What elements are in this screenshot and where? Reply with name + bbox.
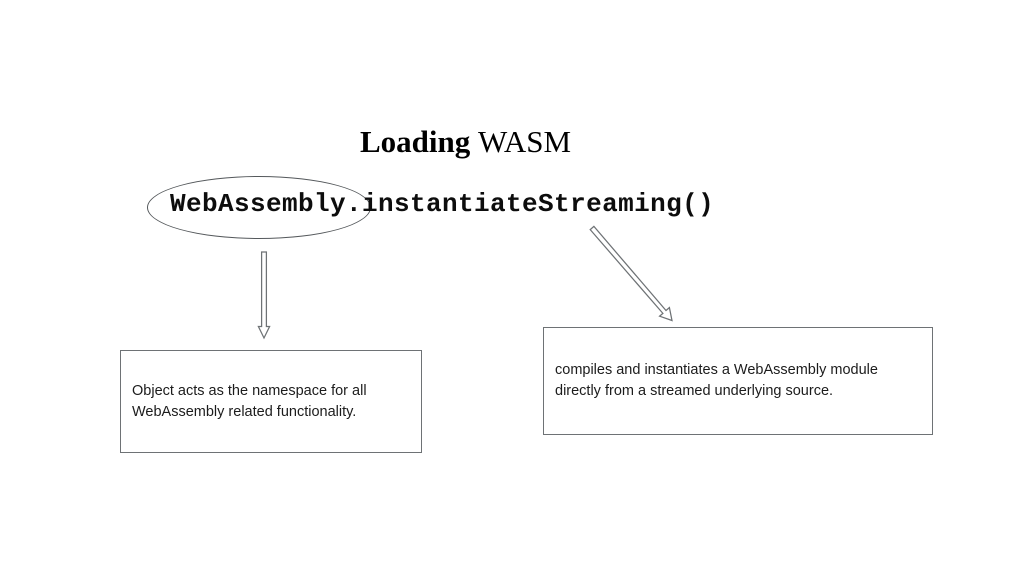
code-expression: WebAssembly.instantiateStreaming() bbox=[170, 189, 715, 219]
page-title-rest: WASM bbox=[478, 123, 572, 159]
ellipse-highlight-webassembly bbox=[147, 176, 371, 239]
annotation-box-instantiate: compiles and instantiates a WebAssembly … bbox=[543, 327, 933, 435]
annotation-text-instantiate: compiles and instantiates a WebAssembly … bbox=[555, 362, 878, 399]
instantiate-arrow-icon bbox=[589, 225, 673, 322]
page-title-bold: Loading bbox=[359, 123, 478, 159]
annotation-box-namespace: Object acts as the namespace for all Web… bbox=[120, 350, 422, 453]
namespace-arrow-icon bbox=[257, 251, 271, 340]
annotation-text-namespace: Object acts as the namespace for all Web… bbox=[132, 382, 367, 420]
page-title: Loading WASM bbox=[0, 88, 900, 195]
